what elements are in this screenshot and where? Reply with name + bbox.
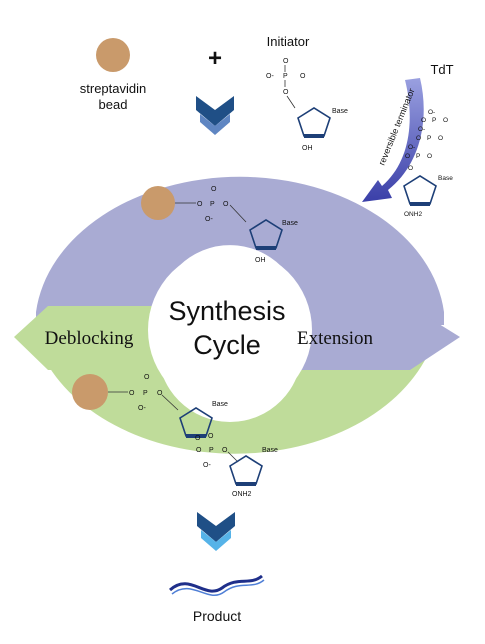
top-arc (36, 176, 444, 325)
svg-text:P: P (283, 73, 288, 80)
svg-text:O: O (223, 201, 229, 208)
svg-text:O: O (195, 435, 201, 442)
bead-label-line1: streptavidin (80, 81, 146, 96)
bead-label-line2: bead (99, 97, 128, 112)
svg-text:O-: O- (428, 109, 435, 116)
deblocking-label: Deblocking (45, 328, 134, 349)
svg-text:Base: Base (212, 401, 228, 408)
extension-label: Extension (297, 328, 373, 349)
svg-text:P: P (210, 201, 215, 208)
svg-text:Base: Base (438, 175, 453, 182)
cycle-title-line2: Cycle (193, 330, 261, 360)
svg-text:O: O (283, 89, 289, 96)
top-arc-bead-icon (141, 186, 175, 220)
svg-text:ONH2: ONH2 (404, 211, 422, 218)
svg-text:ONH2: ONH2 (232, 491, 252, 498)
svg-text:O: O (300, 73, 306, 80)
svg-text:O: O (196, 447, 202, 454)
svg-text:O: O (129, 390, 135, 397)
svg-text:O: O (144, 374, 150, 381)
svg-text:O-: O- (205, 216, 213, 223)
svg-text:O: O (443, 117, 448, 124)
cycle-title-line1: Synthesis (168, 296, 285, 326)
svg-text:O-: O- (266, 73, 274, 80)
svg-text:P: P (432, 117, 436, 124)
svg-text:O: O (416, 135, 421, 142)
svg-text:O: O (208, 433, 214, 440)
bottom-chevron-icon (197, 512, 235, 551)
right-step-arrow (290, 306, 460, 370)
svg-text:O: O (157, 390, 163, 397)
svg-text:P: P (143, 390, 148, 397)
svg-text:P: P (416, 153, 420, 160)
svg-text:OH: OH (302, 145, 313, 152)
svg-text:O: O (427, 153, 432, 160)
tdt-label: TdT (430, 62, 453, 77)
svg-text:P: P (209, 447, 214, 454)
svg-text:O-: O- (418, 126, 425, 133)
svg-text:O: O (197, 201, 203, 208)
bottom-arc-molecule: O P O O O- Base O O P O O O- Base ONH2 (72, 374, 278, 498)
top-chevron-icon (196, 96, 234, 135)
top-arc-molecule: O P O O O- Base OH (141, 186, 298, 264)
svg-text:O: O (283, 58, 289, 65)
svg-text:O-: O- (203, 462, 211, 469)
initiator-molecule: O O- P O O Base OH (266, 58, 348, 152)
svg-text:Base: Base (332, 108, 348, 115)
terminator-nucleotide: O- O P O O- O P O O- O P O O Base ONH2 (402, 109, 453, 218)
svg-text:O: O (421, 117, 426, 124)
svg-text:P: P (427, 135, 431, 142)
svg-text:O-: O- (138, 405, 146, 412)
svg-text:O: O (405, 153, 410, 160)
svg-text:OH: OH (255, 257, 266, 264)
svg-text:O: O (211, 186, 217, 193)
reversible-terminator-arrow (362, 78, 424, 202)
svg-text:O: O (222, 447, 228, 454)
svg-text:Base: Base (262, 447, 278, 454)
initiator-label: Initiator (267, 34, 310, 49)
svg-text:O: O (408, 165, 413, 172)
bottom-arc-bead-icon (72, 374, 108, 410)
plus-sign: + (208, 45, 222, 72)
center-hole (148, 248, 312, 412)
svg-text:O: O (438, 135, 443, 142)
svg-text:O-: O- (408, 144, 415, 151)
product-label: Product (193, 608, 241, 624)
streptavidin-bead-icon (96, 38, 130, 72)
product-strand-icon (168, 574, 265, 596)
left-step-arrow (14, 306, 160, 370)
bottom-arc (40, 350, 430, 454)
svg-text:Base: Base (282, 220, 298, 227)
